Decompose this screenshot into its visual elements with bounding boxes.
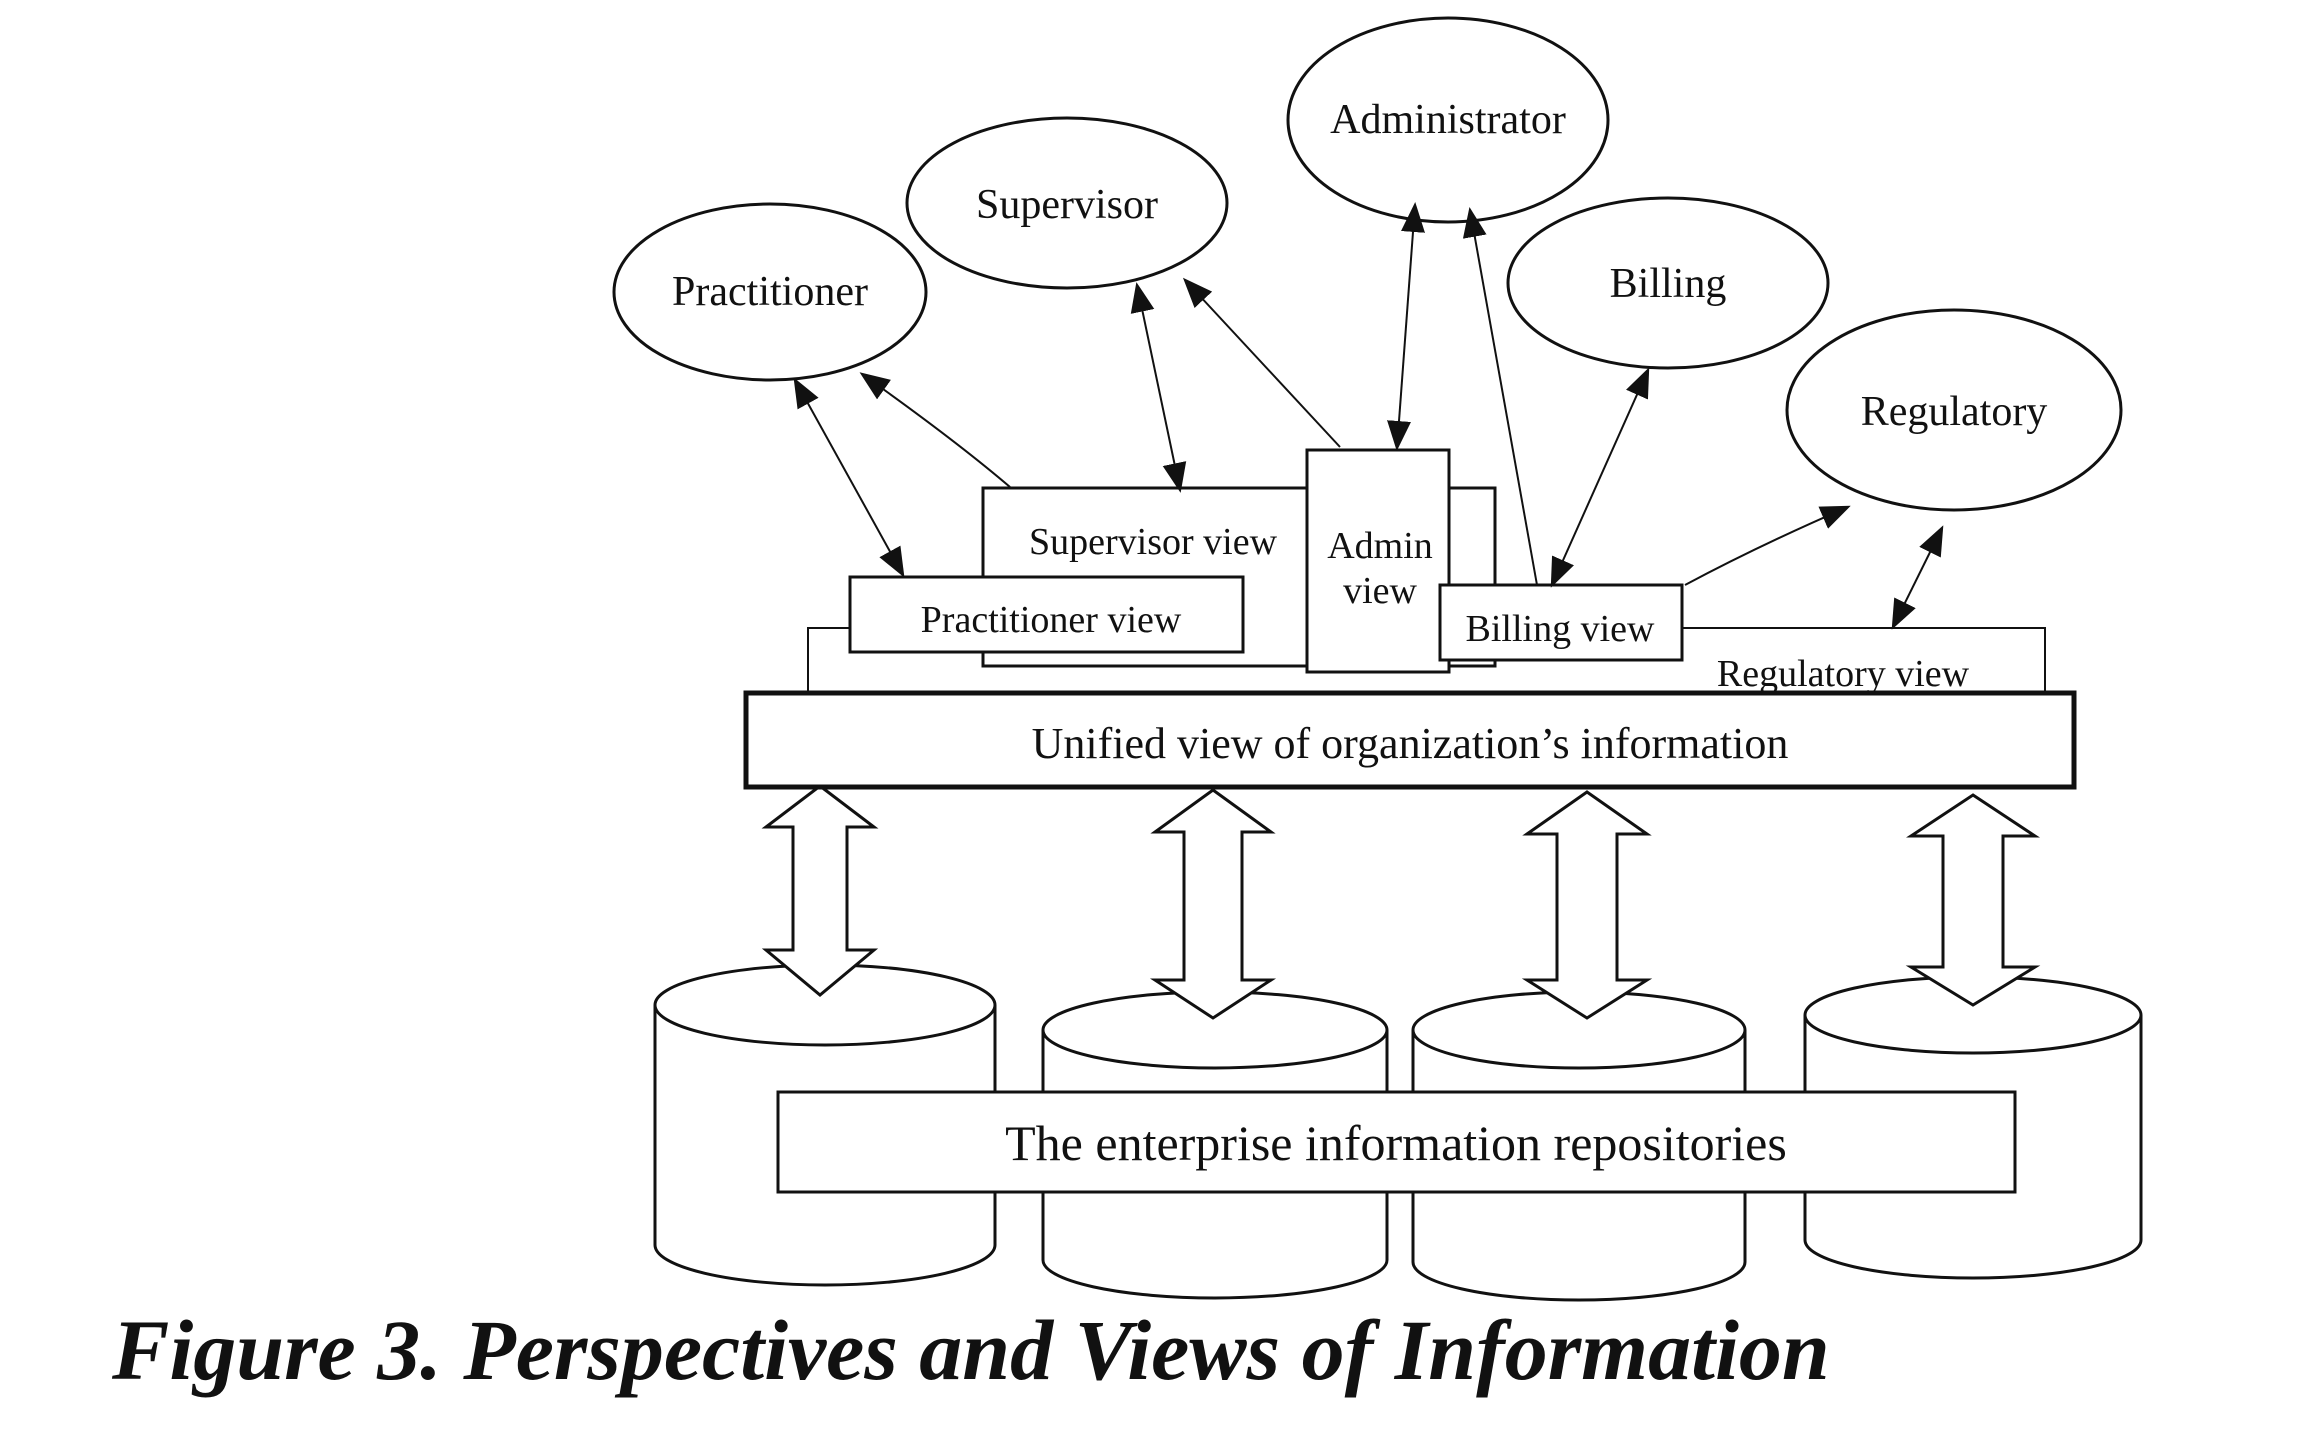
supervisor-view-to-supervisor-arrow [1137,285,1180,490]
unified-view-label: Unified view of organization’s informati… [1032,719,1789,768]
administrator-label: Administrator [1330,97,1566,143]
supervisor-label: Supervisor [976,182,1158,228]
figure-caption: Figure 3. Perspectives and Views of Info… [112,1300,1830,1400]
repositories-label: The enterprise information repositories [1005,1115,1787,1171]
admin-view-to-administrator-arrow [1397,205,1415,448]
practitioner-label: Practitioner [672,269,868,315]
billing-view-to-regulatory-arrow [1685,507,1848,585]
supervisor-view-label: Supervisor view [1029,521,1278,563]
admin-view-box: Admin view [1307,450,1449,672]
double-arrow-2 [1155,790,1271,1018]
regulatory-view-to-regulatory-arrow [1893,528,1942,627]
double-arrow-4 [1911,795,2035,1005]
regulatory-perspective: Regulatory [1787,310,2121,510]
practitioner-view-box: Practitioner view [850,577,1243,652]
practitioner-perspective: Practitioner [614,204,926,380]
billing-view-label: Billing view [1466,608,1656,650]
double-arrow-3 [1527,792,1647,1018]
admin-view-label-line2: view [1343,570,1417,612]
billing-view-to-billing-arrow [1552,370,1648,585]
billing-perspective: Billing [1508,198,1828,368]
billing-label: Billing [1610,261,1727,307]
regulatory-label: Regulatory [1861,389,2048,435]
supervisor-perspective: Supervisor [907,118,1227,288]
practitioner-view-label: Practitioner view [921,599,1182,641]
regulatory-view-label: Regulatory view [1717,653,1970,695]
repositories-box: The enterprise information repositories [778,1092,2015,1192]
practitioner-view-to-practitioner-arrow [795,380,903,575]
admin-view-to-supervisor-arrow [1185,280,1340,447]
supervisor-view-to-practitioner-arrow [862,374,1010,487]
unified-view-bar: Unified view of organization’s informati… [746,693,2074,787]
administrator-perspective: Administrator [1288,18,1608,222]
billing-view-box: Billing view [1440,585,1682,660]
double-arrow-1 [766,786,874,995]
admin-view-label-line1: Admin [1327,525,1433,567]
